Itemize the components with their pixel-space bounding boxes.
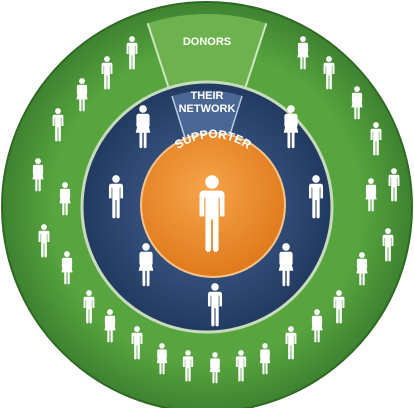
donors-tab [147,13,267,98]
network-tab [172,90,242,141]
donors-label: DONORS [183,36,231,48]
donors-tab-right-edge [241,22,268,99]
supporter-disc-edge [140,132,286,278]
network-label-line2: NETWORK [179,103,236,115]
network-tab-left-edge [171,95,187,142]
donors-tab-left-edge [146,22,173,99]
network-tab-right-edge [227,95,243,142]
network-ring-edge [80,80,334,334]
network-label-line1: THEIR [191,90,224,102]
